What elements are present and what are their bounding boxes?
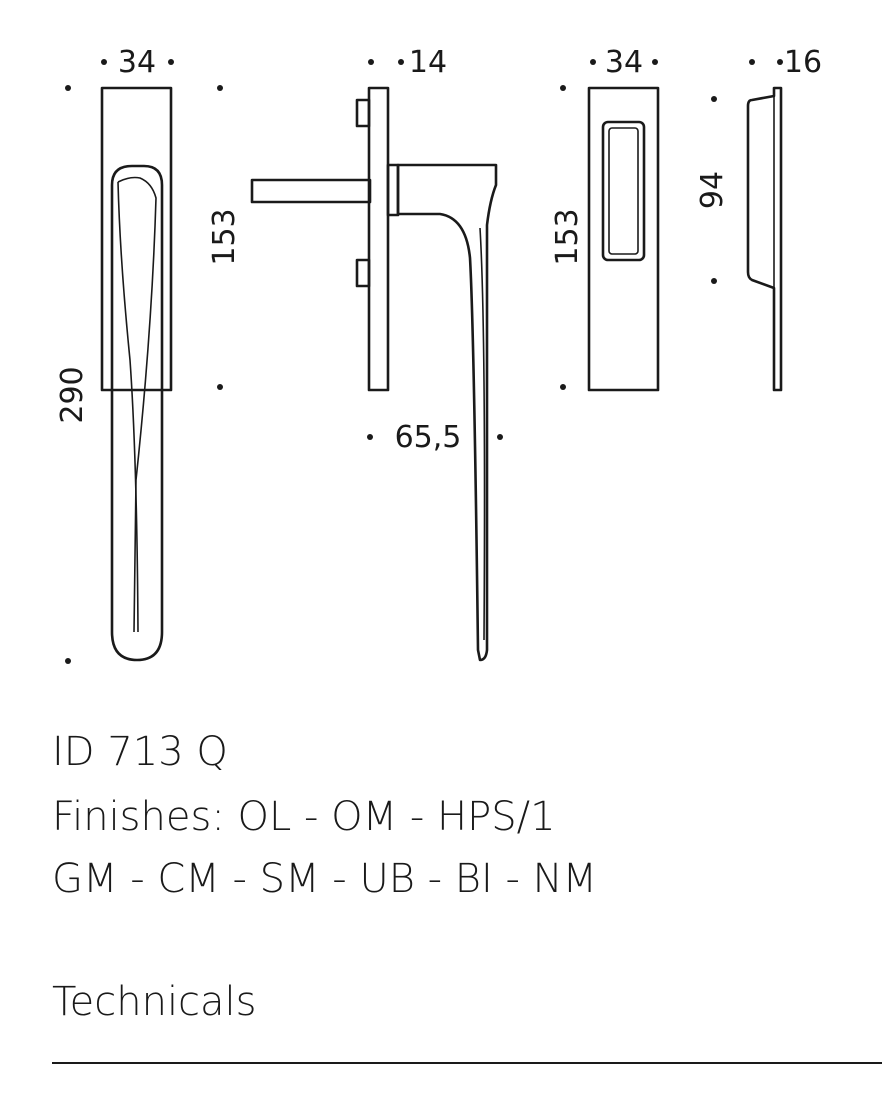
dim-side-depth: 14 (409, 45, 447, 80)
section-divider (52, 1062, 882, 1064)
cover-plate (587, 86, 660, 392)
front-lever-outline (110, 164, 164, 662)
front-lever-inner-line (117, 176, 157, 633)
technicals-heading[interactable]: Technicals (52, 979, 257, 1025)
front-view: 34 290 153 (55, 45, 242, 664)
side-lever-inner-line (479, 227, 486, 641)
cover-side-view: 16 94 (695, 45, 822, 392)
dim-front-height: 290 (55, 366, 90, 423)
finishes-line-1: Finishes: OL - OM - HPS/1 (52, 794, 556, 840)
side-lever-outline (396, 163, 498, 662)
dim-cover-side-height: 94 (695, 171, 730, 209)
dim-side-projection: 65,5 (395, 420, 462, 455)
dim-cover-side-depth: 16 (784, 45, 822, 80)
cover-front-view: 34 153 (550, 45, 660, 392)
side-view: 14 65,5 (250, 45, 503, 662)
side-neck (386, 163, 400, 217)
finishes-line-2: GM - CM - SM - UB - BI - NM (52, 856, 598, 902)
dim-front-width: 34 (118, 45, 156, 80)
side-screw-top (355, 98, 371, 128)
product-code: ID 713 Q (52, 729, 228, 775)
cover-side-profile (746, 86, 783, 392)
cover-recess-outer (601, 120, 646, 262)
side-spindle (250, 178, 372, 204)
dim-front-rose-height: 153 (207, 208, 242, 265)
front-lever-inner-line-2 (117, 181, 139, 633)
side-rose-plate (367, 86, 390, 392)
side-screw-bottom (355, 258, 371, 288)
technical-drawing: 34 290 153 14 65,5 34 153 (55, 45, 822, 664)
dim-cover-width: 34 (605, 45, 643, 80)
front-rose-plate (100, 86, 173, 392)
cover-recess-inner (608, 127, 639, 255)
dim-cover-height: 153 (550, 208, 585, 265)
